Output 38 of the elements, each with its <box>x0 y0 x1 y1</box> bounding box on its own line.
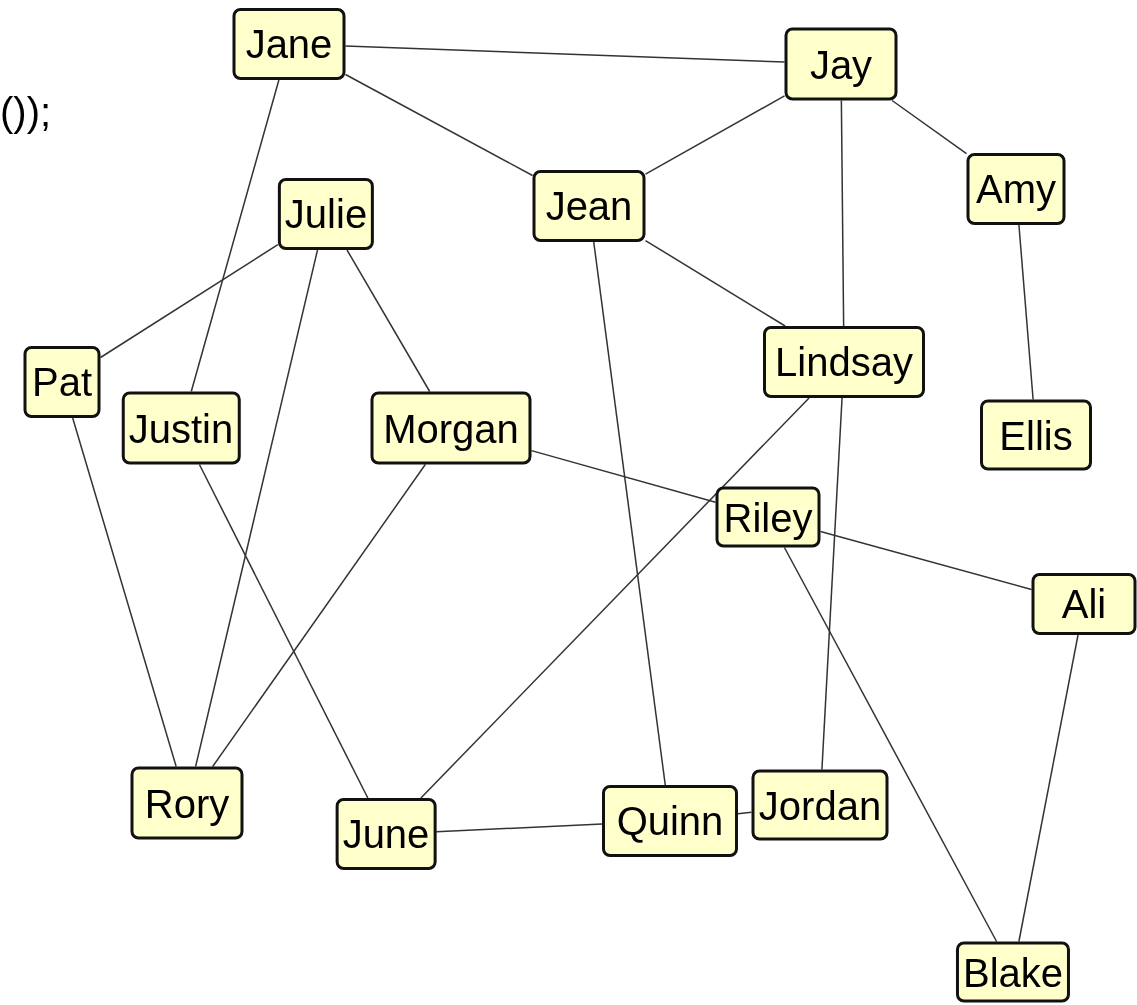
connector-line <box>530 449 717 503</box>
connector-line <box>71 417 177 768</box>
connector-line <box>819 530 1033 591</box>
name-box: Justin <box>121 391 241 465</box>
name-box: Lindsay <box>763 326 925 398</box>
name-box: Pat <box>23 346 101 418</box>
connector-line <box>840 99 845 327</box>
name-box: Blake <box>955 941 1071 1003</box>
connector-line <box>99 243 279 359</box>
connector-line <box>435 823 603 833</box>
connector-line <box>891 99 968 155</box>
name-box: Rory <box>130 766 244 840</box>
connector-line <box>194 249 319 768</box>
connector-line <box>1018 224 1034 401</box>
name-box: Jean <box>532 170 646 242</box>
name-box: June <box>335 798 437 870</box>
connector-line <box>420 397 810 799</box>
name-box: Julie <box>277 178 375 250</box>
connector-line <box>644 95 786 175</box>
name-box: Quinn <box>602 785 738 857</box>
connector-line <box>644 239 786 327</box>
name-box: Jay <box>784 27 898 101</box>
connector-line <box>1018 634 1079 943</box>
name-box: Jane <box>232 8 346 80</box>
connector-line <box>190 79 280 393</box>
connector-line <box>593 241 666 786</box>
name-box: Amy <box>966 153 1066 225</box>
connector-line <box>346 249 431 393</box>
name-box: Riley <box>715 486 821 548</box>
name-box: Ellis <box>980 399 1092 471</box>
name-box: Morgan <box>370 391 532 465</box>
name-box: Jordan <box>751 769 889 841</box>
connector-line <box>344 73 534 177</box>
connector-line <box>198 463 369 799</box>
code-text: ()); <box>0 92 52 132</box>
connector-line <box>344 45 786 63</box>
connector-line <box>821 397 843 771</box>
name-box: Ali <box>1031 573 1137 635</box>
